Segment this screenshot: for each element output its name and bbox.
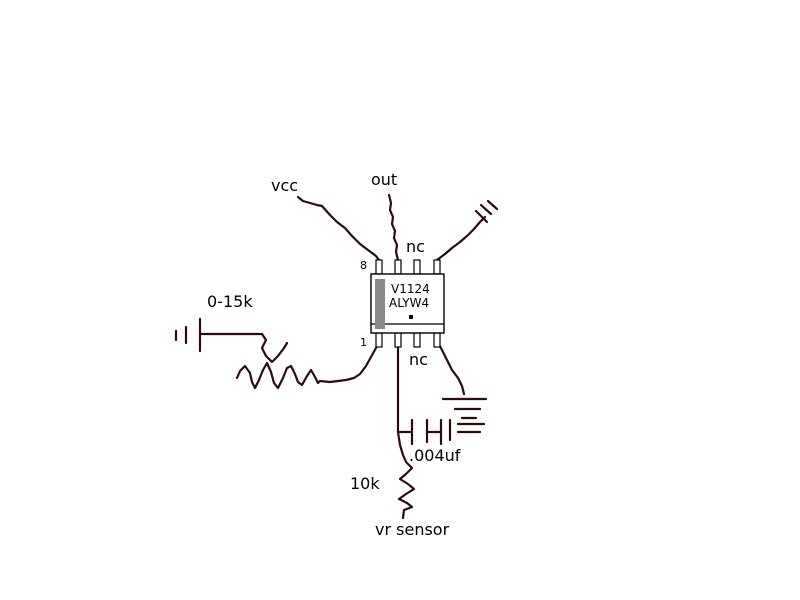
- label-out: out: [371, 170, 397, 189]
- pin5-wire: [435, 215, 487, 262]
- pin-8: [375, 259, 383, 275]
- potentiometer-wiper: [198, 332, 289, 364]
- left-ground-symbol: [174, 317, 202, 353]
- vcc-wire: [296, 195, 381, 262]
- label-nc-top: nc: [406, 237, 425, 256]
- capacitor-plates: [410, 418, 443, 446]
- pin-5: [433, 259, 441, 275]
- label-pot: 0-15k: [207, 292, 253, 311]
- right-ground-symbol: [441, 397, 488, 420]
- label-nc-bottom: nc: [409, 350, 428, 369]
- chip-line2: ALYW4: [389, 296, 429, 310]
- pin-1-number: 1: [360, 336, 367, 349]
- pin-3: [413, 332, 421, 348]
- label-resistor: 10k: [350, 474, 380, 493]
- pin4-wire: [435, 339, 466, 396]
- label-vcc: vcc: [271, 176, 298, 195]
- pin-4: [433, 332, 441, 348]
- pin1-wire: [318, 339, 381, 384]
- pin-8-number: 8: [360, 259, 367, 272]
- floating-cap: [474, 199, 499, 224]
- chip-line1: V1124: [391, 282, 430, 296]
- pin-2: [394, 332, 402, 348]
- label-cap: .004uf: [409, 446, 461, 465]
- potentiometer-body: [235, 361, 322, 390]
- cap-ground-symbol: [448, 418, 486, 442]
- pin-1: [375, 332, 383, 348]
- pin-6: [413, 259, 421, 275]
- chip-dot: [409, 315, 413, 319]
- label-sensor: vr sensor: [375, 520, 450, 539]
- chip-stripe: [375, 279, 385, 329]
- pin-7: [394, 259, 402, 275]
- out-wire: [387, 193, 400, 262]
- resistor-body: [396, 430, 416, 520]
